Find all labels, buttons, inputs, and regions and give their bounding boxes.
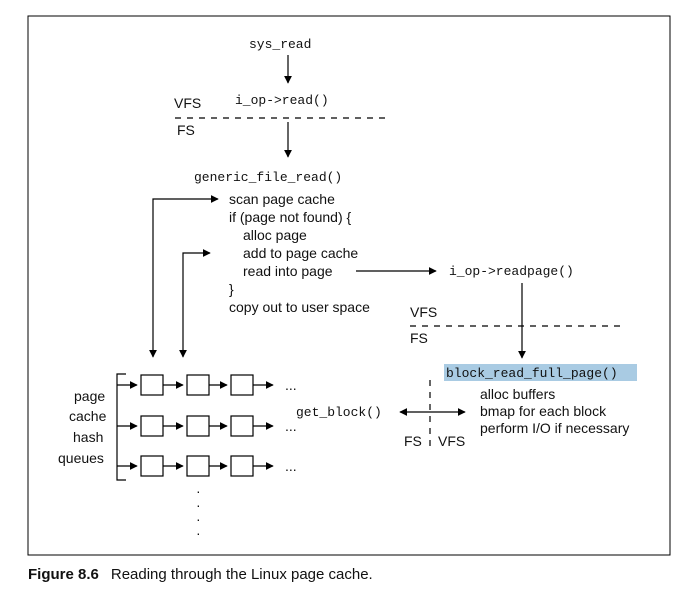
page-box [230,415,254,437]
generic-file-read-label: generic_file_read() [194,170,342,185]
figure-number: Figure 8.6 [28,566,99,583]
step-scan-page-cache: scan page cache [229,191,335,207]
iop-read-label: i_op->read() [235,93,329,108]
vfs-label-top: VFS [174,95,201,111]
fs-label-top: FS [177,122,195,138]
detail-alloc-buffers: alloc buffers [480,386,555,402]
step-alloc-page: alloc page [243,227,307,243]
scan-to-queues-arrow [149,195,219,358]
hash-queue-bracket [116,373,126,481]
vfs-label-right: VFS [410,304,437,320]
block-read-full-page-label: block_read_full_page() [446,366,618,381]
queue-continuation-dot: · [196,483,201,499]
figure-caption-text: Reading through the Linux page cache. [110,566,373,583]
fs-label-bottom: FS [404,433,422,449]
page-box [186,374,210,396]
queue-ellipsis: ... [285,418,297,434]
readpage-label: i_op->readpage() [449,264,574,279]
page-box [230,374,254,396]
queue-continuation-dot: · [196,511,201,527]
figure-frame [27,15,671,556]
queue-ellipsis: ... [285,458,297,474]
fs-label-right: FS [410,330,428,346]
step-if-page-not-found: if (page not found) { [229,209,352,225]
hash-label-hash: hash [73,429,103,445]
figure-caption: Figure 8.6 Reading through the Linux page… [28,566,373,583]
hash-label-cache: cache [69,408,107,424]
queue-ellipsis: ... [285,377,297,393]
step-read-into-page: read into page [243,263,333,279]
add-to-queues-arrow [179,249,211,358]
hash-label-queues: queues [58,450,104,466]
step-add-to-page-cache: add to page cache [243,245,358,261]
hash-label-page: page [74,388,105,404]
step-copy-out: copy out to user space [229,299,370,315]
block-read-highlight [444,364,637,381]
queue-continuation-dot: · [196,497,201,513]
page-box [140,415,164,437]
page-box [186,455,210,477]
sys-read-label: sys_read [249,37,311,52]
page-box [140,374,164,396]
detail-bmap: bmap for each block [480,403,607,419]
detail-perform-io: perform I/O if necessary [480,420,629,436]
page-box [186,415,210,437]
page-box [140,455,164,477]
queue-continuation-dot: · [196,525,201,541]
get-block-label: get_block() [296,405,382,420]
vfs-label-bottom: VFS [438,433,465,449]
page-box [230,455,254,477]
step-close-brace: } [229,281,234,297]
